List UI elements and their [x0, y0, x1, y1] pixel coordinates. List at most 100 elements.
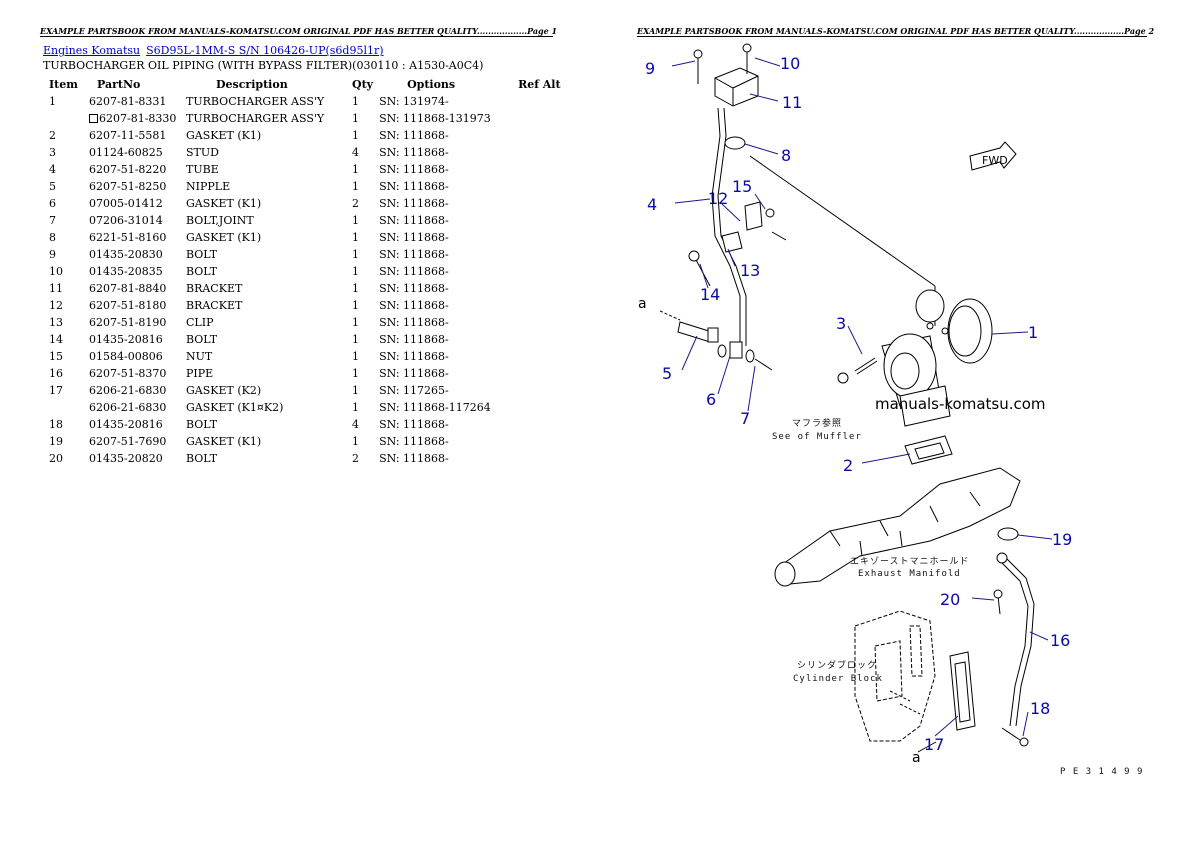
row-ref-alt: [518, 127, 574, 144]
callout-2: 2: [843, 456, 853, 475]
row-item-number: [43, 110, 89, 127]
row-part-number: 07005-01412: [89, 197, 163, 210]
row-quantity: 1: [352, 316, 359, 329]
manifold-label-en: Exhaust Manifold: [858, 569, 961, 579]
row-options: SN: 111868-: [379, 367, 449, 380]
row-item-number: 18: [49, 418, 63, 431]
row-quantity: 1: [352, 367, 359, 380]
row-description: BRACKET: [186, 299, 243, 312]
row-ref-alt: [518, 450, 574, 467]
row-quantity: 1: [352, 299, 359, 312]
row-item-number: 12: [49, 299, 63, 312]
row-item-number: 8: [49, 231, 56, 244]
row-options: SN: 111868-: [379, 282, 449, 295]
row-part-number: 01124-60825: [89, 146, 163, 159]
row-quantity: 1: [352, 112, 359, 125]
callout-15: 15: [732, 177, 752, 196]
row-description: STUD: [186, 146, 219, 159]
muffler-label-jp: マフラ参照: [792, 417, 842, 429]
callout-leaders: [671, 57, 1053, 737]
row-description: GASKET (K1): [186, 197, 262, 210]
row-description: CLIP: [186, 316, 214, 329]
row-part-number: 6207-51-8220: [89, 163, 167, 176]
row-options: SN: 111868-: [379, 350, 449, 363]
row-options: SN: 111868-: [379, 418, 449, 431]
row-options: SN: 131974-: [379, 95, 449, 108]
callout-19: 19: [1052, 530, 1072, 549]
breadcrumb-model-link[interactable]: S6D95L-1MM-S S/N 106426-UP(s6d95l1r): [146, 44, 384, 57]
row-quantity: 1: [352, 231, 359, 244]
row-part-number: 6207-51-7690: [89, 435, 167, 448]
row-description: BRACKET: [186, 282, 243, 295]
callout-14: 14: [700, 285, 720, 304]
row-quantity: 1: [352, 248, 359, 261]
page-2-header: EXAMPLE PARTSBOOK FROM MANUALS-KOMATSU.C…: [637, 26, 1155, 36]
row-ref-alt: [518, 365, 574, 382]
row-options: SN: 111868-: [379, 231, 449, 244]
block-label-jp: シリンダブロック: [797, 659, 877, 671]
row-options: SN: 111868-117264: [379, 401, 491, 414]
row-options: SN: 111868-: [379, 129, 449, 142]
row-part-number: 6207-81-8330: [89, 110, 186, 127]
row-quantity: 1: [352, 129, 359, 142]
row-item-number: 7: [49, 214, 56, 227]
row-part-number: 6207-11-5581: [89, 129, 167, 142]
callout-17: 17: [924, 735, 944, 754]
fwd-label: FWD: [982, 154, 1008, 167]
callout-10: 10: [780, 54, 800, 73]
row-description: GASKET (K2): [186, 384, 262, 397]
row-part-number: 6206-21-6830: [89, 401, 167, 414]
row-ref-alt: [518, 93, 574, 110]
row-ref-alt: [518, 212, 574, 229]
row-ref-alt: [518, 297, 574, 314]
row-options: SN: 111868-: [379, 333, 449, 346]
watermark-text: manuals-komatsu.com: [875, 395, 1046, 413]
row-ref-alt: [518, 178, 574, 195]
row-item-number: 3: [49, 146, 56, 159]
row-options: SN: 111868-: [379, 163, 449, 176]
turbocharger: [881, 289, 993, 427]
row-description: BOLT: [186, 452, 218, 465]
row-part-number: 01435-20830: [89, 248, 163, 261]
cylinder-block: [854, 610, 936, 742]
breadcrumb-engines-link[interactable]: Engines Komatsu: [43, 44, 141, 57]
row-options: SN: 111868-: [379, 435, 449, 448]
row-part-number: 07206-31014: [89, 214, 163, 227]
row-description: PIPE: [186, 367, 214, 380]
row-quantity: 2: [352, 452, 359, 465]
row-quantity: 1: [352, 384, 359, 397]
row-item-number: 11: [49, 282, 63, 295]
column-header-ref-alt: Ref Alt: [518, 78, 561, 91]
callout-16: 16: [1050, 631, 1070, 650]
row-description: GASKET (K1): [186, 231, 262, 244]
row-options: SN: 117265-: [379, 384, 449, 397]
callout-9: 9: [645, 59, 655, 78]
row-part-number: 01435-20816: [89, 418, 163, 431]
column-header-qty: Qty: [352, 78, 374, 91]
row-ref-alt: [518, 348, 574, 365]
row-quantity: 1: [352, 180, 359, 193]
row-description: NUT: [186, 350, 213, 363]
callout-12: 12: [708, 189, 728, 208]
row-description: BOLT,JOINT: [186, 214, 254, 227]
row-options: SN: 111868-: [379, 299, 449, 312]
callout-1: 1: [1028, 323, 1038, 342]
row-ref-alt: [518, 433, 574, 450]
row-part-number: 6206-21-6830: [89, 384, 167, 397]
row-item-number: 2: [49, 129, 56, 142]
reference-a-bottom: a: [912, 750, 921, 766]
row-item-number: 19: [49, 435, 63, 448]
row-part-number: 01584-00806: [89, 350, 163, 363]
row-quantity: 1: [352, 163, 359, 176]
row-description: BOLT: [186, 265, 218, 278]
diagram-svg: FWD: [638, 43, 1142, 777]
row-part-number: 6207-51-8190: [89, 316, 167, 329]
row-item-number: 5: [49, 180, 56, 193]
